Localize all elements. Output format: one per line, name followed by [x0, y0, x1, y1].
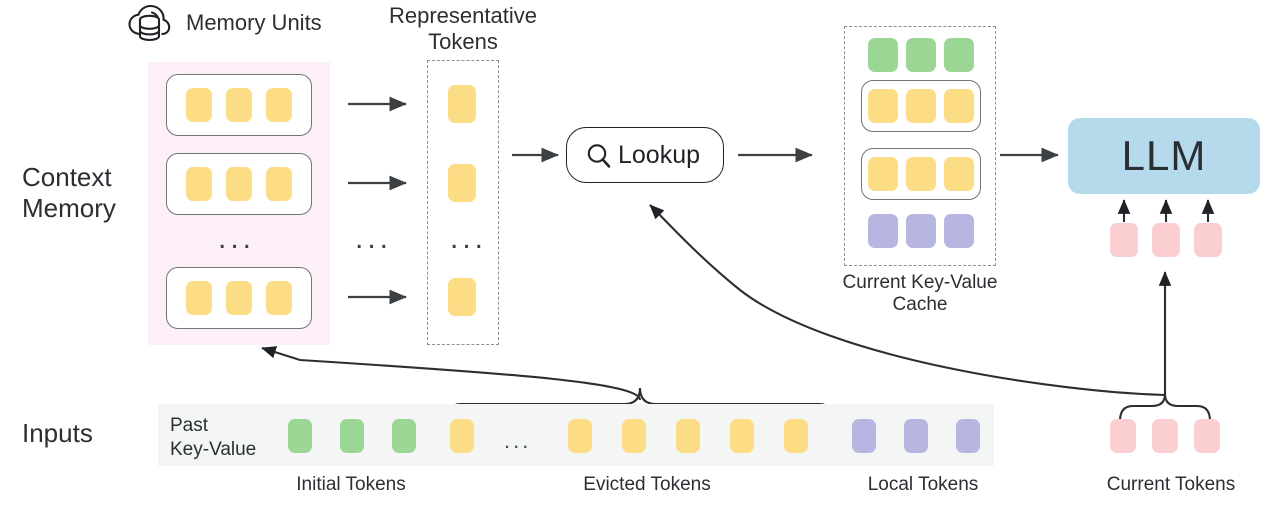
kv-token-purple [944, 214, 974, 248]
memory-unit-2[interactable] [166, 153, 312, 215]
kv-token-yellow [906, 157, 936, 191]
memory-units-heading: Memory Units [186, 10, 322, 35]
memory-token [186, 88, 212, 122]
memory-token [226, 88, 252, 122]
search-icon [585, 142, 613, 170]
memory-token [186, 167, 212, 201]
arrow-evicted-to-memory [261, 346, 642, 401]
current-token-3 [1194, 419, 1220, 453]
kv-token-yellow [944, 157, 974, 191]
input-token-green-2 [340, 419, 364, 453]
input-token-yellow-1 [450, 419, 474, 453]
arrow-current-to-lookup [649, 204, 1166, 397]
caption-evicted-tokens: Evicted Tokens [583, 474, 711, 495]
context-memory-label: Context Memory [22, 162, 116, 223]
kv-token-purple [906, 214, 936, 248]
kv-token-green [906, 38, 936, 72]
kv-token-yellow [906, 89, 936, 123]
llm-input-token-3 [1194, 223, 1222, 257]
kv-cache-caption: Current Key-Value Cache [842, 272, 998, 316]
arrow-column-ellipsis: ... [355, 222, 393, 255]
inputs-ellipsis: ... [504, 428, 532, 453]
llm-label: LLM [1121, 132, 1207, 179]
memory-token [266, 281, 292, 315]
kv-token-yellow [868, 157, 898, 191]
representative-token-1 [448, 85, 476, 123]
memory-token [186, 281, 212, 315]
representative-tokens-ellipsis: ... [450, 222, 488, 255]
kv-cache-row-green [868, 38, 974, 72]
memory-token [266, 167, 292, 201]
representative-token-2 [448, 164, 476, 202]
caption-current-tokens: Current Tokens [1106, 474, 1236, 495]
input-token-yellow-6 [784, 419, 808, 453]
kv-token-purple [868, 214, 898, 248]
kv-token-yellow [944, 89, 974, 123]
llm-input-token-2 [1152, 223, 1180, 257]
input-token-yellow-4 [676, 419, 700, 453]
kv-cache-row-purple [868, 214, 974, 248]
memory-unit-1[interactable] [166, 74, 312, 136]
llm-box[interactable]: LLM [1068, 118, 1260, 194]
caption-initial-tokens: Initial Tokens [296, 474, 406, 495]
representative-token-n [448, 278, 476, 316]
input-token-yellow-5 [730, 419, 754, 453]
caption-local-tokens: Local Tokens [867, 474, 979, 495]
cloud-database-icon [126, 3, 172, 47]
kv-token-yellow [868, 89, 898, 123]
kv-token-green [868, 38, 898, 72]
llm-input-token-1 [1110, 223, 1138, 257]
current-token-2 [1152, 419, 1178, 453]
input-token-purple-1 [852, 419, 876, 453]
input-token-yellow-2 [568, 419, 592, 453]
input-token-green-1 [288, 419, 312, 453]
representative-tokens-group [427, 60, 499, 345]
memory-token [266, 88, 292, 122]
past-key-value-label: Past Key-Value [170, 415, 257, 460]
input-token-green-3 [392, 419, 416, 453]
kv-cache-row-yellow-1 [861, 80, 981, 132]
kv-cache-row-yellow-2 [861, 148, 981, 200]
brace-current-tokens [1118, 393, 1212, 422]
memory-units-ellipsis: ... [218, 222, 256, 255]
current-token-1 [1110, 419, 1136, 453]
lookup-button[interactable]: Lookup [566, 127, 724, 183]
input-token-purple-2 [904, 419, 928, 453]
lookup-label: Lookup [617, 140, 701, 169]
representative-tokens-heading: Representative Tokens [389, 3, 537, 54]
input-token-purple-3 [956, 419, 980, 453]
memory-token [226, 281, 252, 315]
memory-unit-n[interactable] [166, 267, 312, 329]
kv-token-green [944, 38, 974, 72]
input-token-yellow-3 [622, 419, 646, 453]
inputs-label: Inputs [22, 418, 93, 448]
memory-token [226, 167, 252, 201]
kv-cache-group [844, 26, 996, 266]
